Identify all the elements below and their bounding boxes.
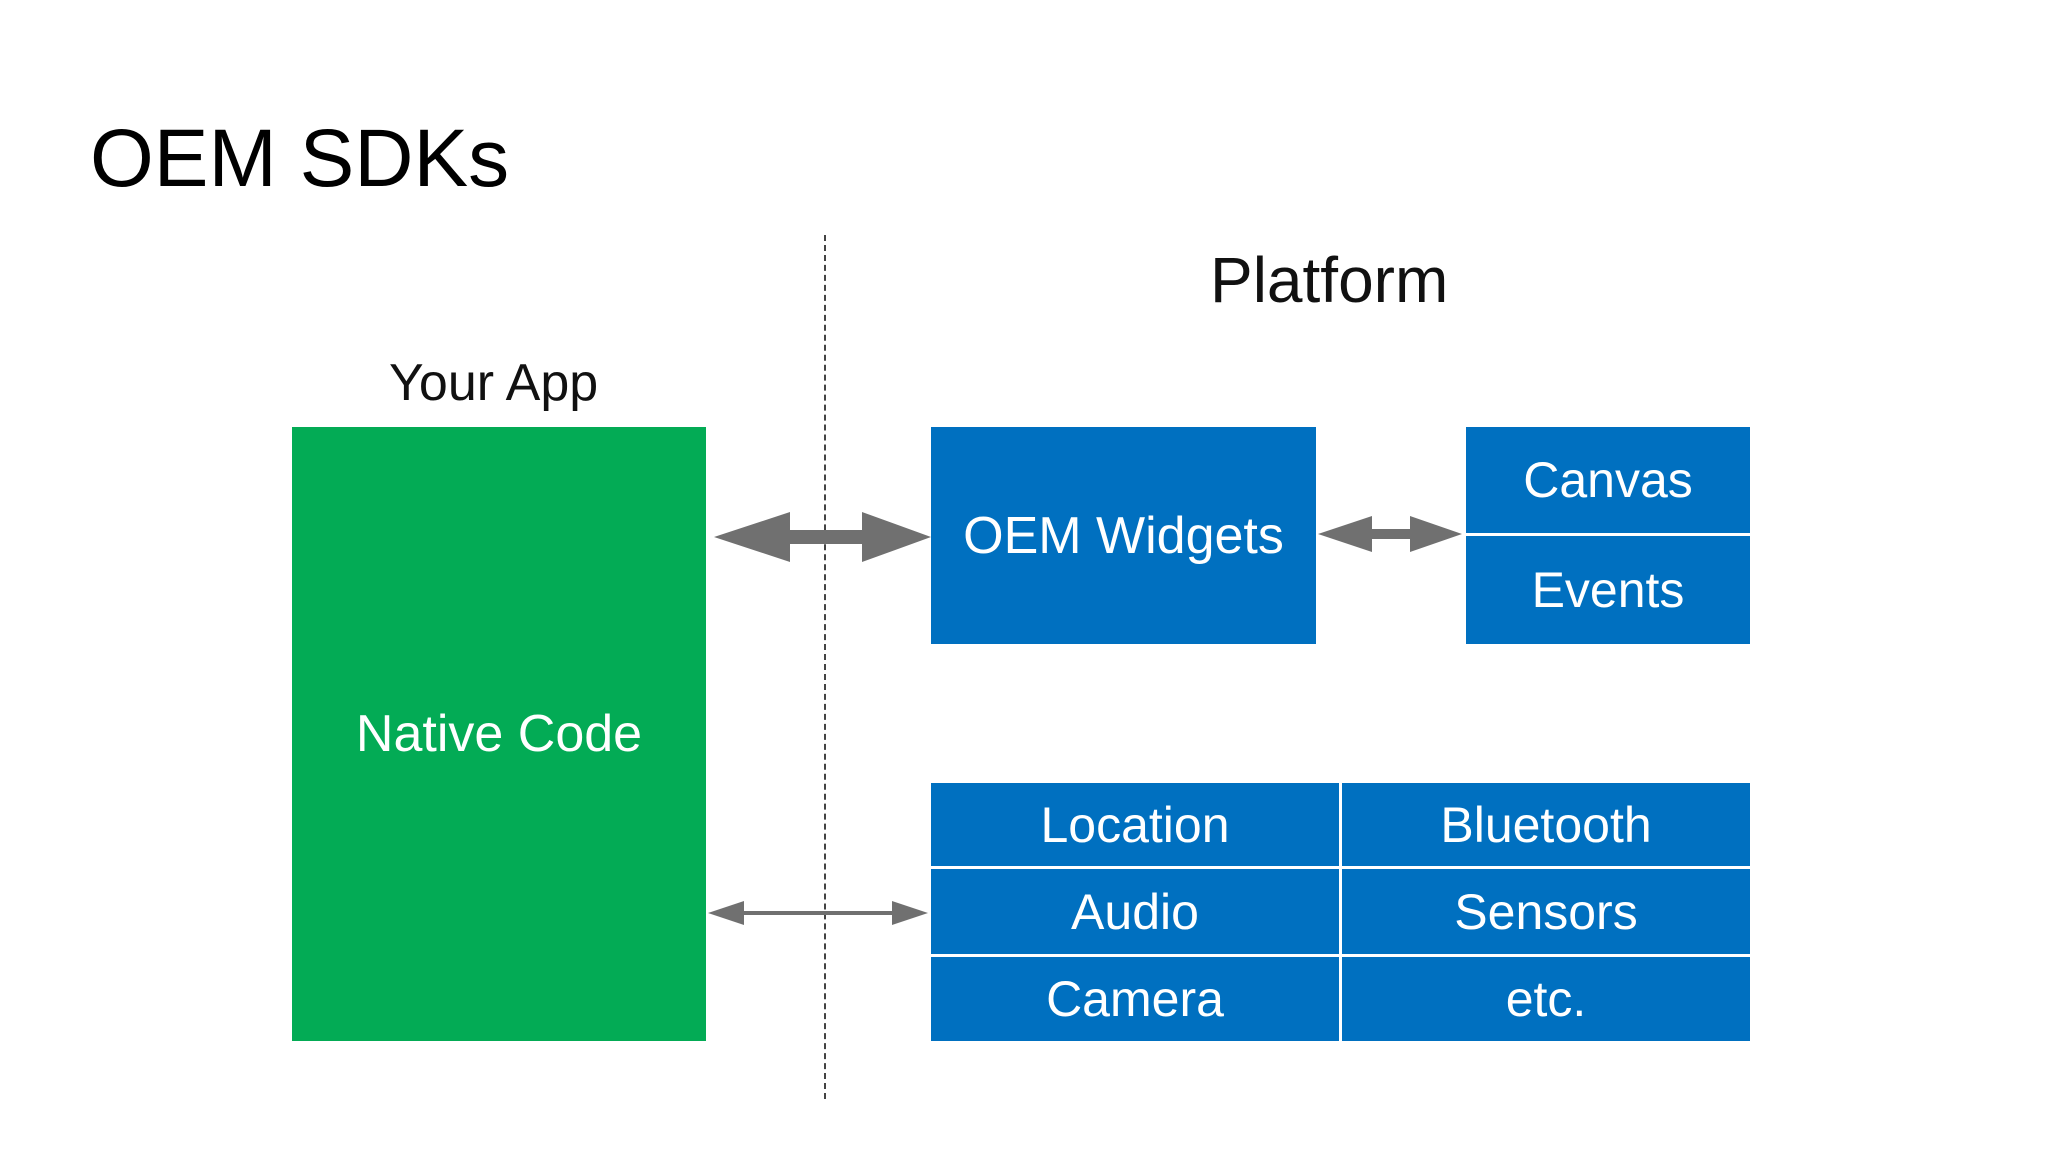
native-services-double-arrow: [708, 901, 928, 925]
camera-cell: Camera: [931, 957, 1339, 1041]
widgets-canvas-double-arrow: [1318, 516, 1462, 552]
slide-title: OEM SDKs: [90, 113, 510, 204]
oem-widgets-box: OEM Widgets: [931, 427, 1316, 644]
your-app-label: Your App: [389, 354, 599, 412]
canvas-box: Canvas: [1466, 427, 1750, 533]
native-widgets-double-arrow: [714, 512, 931, 562]
etc-cell: etc.: [1342, 957, 1750, 1041]
platform-label: Platform: [1210, 244, 1449, 316]
sensors-cell: Sensors: [1342, 869, 1750, 954]
native-code-box: Native Code: [292, 427, 706, 1041]
events-box: Events: [1466, 536, 1750, 644]
bluetooth-cell: Bluetooth: [1342, 783, 1750, 866]
location-cell: Location: [931, 783, 1339, 866]
app-platform-boundary-line: [824, 235, 826, 1099]
audio-cell: Audio: [931, 869, 1339, 954]
